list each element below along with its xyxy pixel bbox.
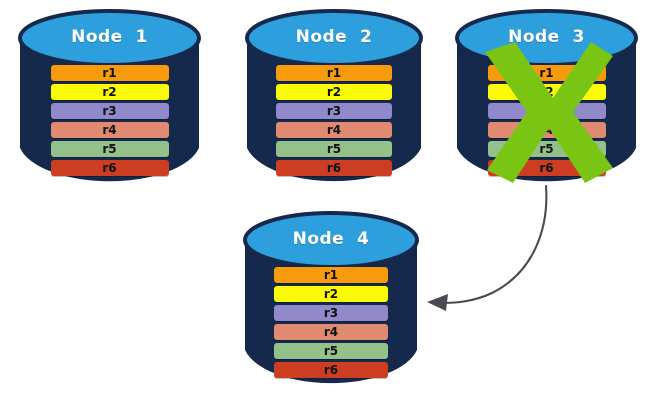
- node-cylinder-1[interactable]: Node 1 r1 r2 r3 r4 r5 r6: [18, 8, 201, 190]
- node-cylinder-4[interactable]: Node 4 r1 r2 r3 r4 r5 r6: [243, 210, 419, 392]
- row-bar[interactable]: r5: [487, 141, 606, 157]
- row-bar[interactable]: r3: [276, 103, 392, 119]
- node-cylinder-2[interactable]: Node 2 r1 r2 r3 r4 r5 r6: [245, 8, 423, 190]
- row-bar[interactable]: r6: [50, 160, 169, 176]
- row-bar[interactable]: r5: [50, 141, 169, 157]
- row-bar[interactable]: r6: [274, 362, 388, 378]
- row-bar[interactable]: r5: [276, 141, 392, 157]
- row-bar[interactable]: r2: [276, 84, 392, 100]
- row-bar[interactable]: r6: [276, 160, 392, 176]
- row-bar[interactable]: r6: [487, 160, 606, 176]
- row-bar[interactable]: r4: [274, 324, 388, 340]
- row-bar[interactable]: r2: [274, 286, 388, 302]
- arrowhead-icon: [427, 294, 448, 311]
- row-bar[interactable]: r2: [50, 84, 169, 100]
- row-bar[interactable]: r1: [50, 65, 169, 81]
- row-bar[interactable]: r1: [276, 65, 392, 81]
- row-bar[interactable]: r3: [50, 103, 169, 119]
- row-bar[interactable]: r4: [50, 122, 169, 138]
- row-bar[interactable]: r4: [276, 122, 392, 138]
- row-bar[interactable]: r3: [274, 305, 388, 321]
- row-bar[interactable]: r2: [487, 84, 606, 100]
- row-bar[interactable]: r5: [274, 343, 388, 359]
- row-bar[interactable]: r1: [487, 65, 606, 81]
- row-stack-3: r1 r2 r3 r4 r5 r6: [455, 65, 638, 176]
- row-stack-4: r1 r2 r3 r4 r5 r6: [243, 267, 419, 378]
- row-stack-1: r1 r2 r3 r4 r5 r6: [18, 65, 201, 176]
- row-bar[interactable]: r3: [487, 103, 606, 119]
- row-stack-2: r1 r2 r3 r4 r5 r6: [245, 65, 423, 176]
- row-bar[interactable]: r1: [274, 267, 388, 283]
- row-bar[interactable]: r4: [487, 122, 606, 138]
- node-cylinder-3[interactable]: Node 3 r1 r2 r3 r4 r5 r6: [455, 8, 638, 190]
